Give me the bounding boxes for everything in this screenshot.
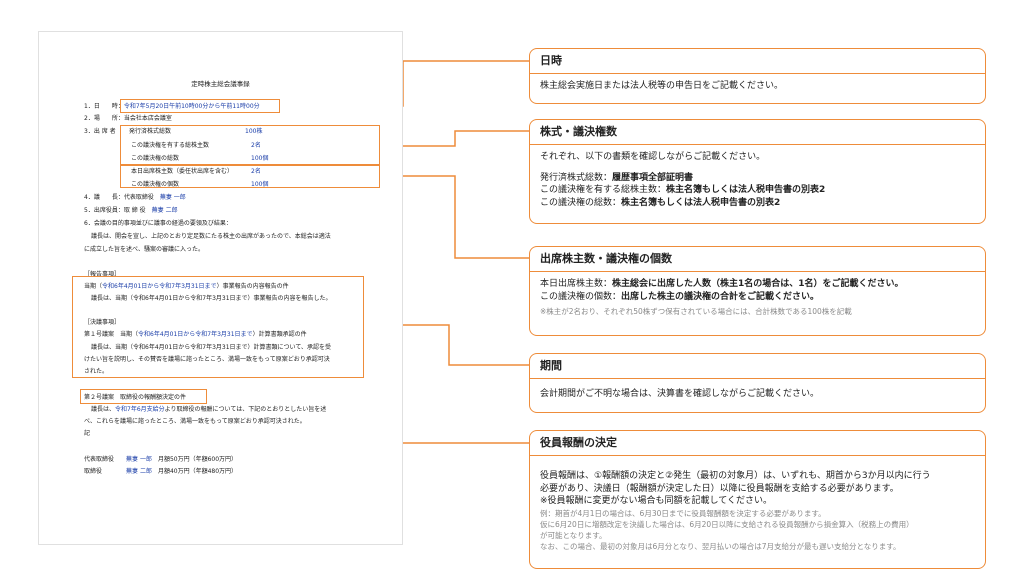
pay-row-2: 取締役 蕪妻 二郎 月額40万円（年額480万円） <box>84 468 238 475</box>
place-line: 2．場 所：当会社本店会議室 <box>84 115 172 122</box>
minutes-document: 定時株主総会議事録 1．日 時：令和7年5月20日午前10時00分から午前11時… <box>38 31 403 545</box>
highlight-period <box>72 276 364 378</box>
card-shares-header: 株式・議決権数 <box>530 120 985 145</box>
report-detail: 議長は、当期（令和6年4月01日から令和7年3月31日まで）事業報告の内容を報告… <box>91 295 332 302</box>
document-title: 定時株主総会議事録 <box>191 80 250 88</box>
card-attendance: 出席株主数・議決権の個数 本日出席株主数：株主総会に出席した人数（株主1名の場合… <box>529 246 986 336</box>
present-votes-value: 100個 <box>251 181 269 188</box>
resolution-1-detail-3: された。 <box>84 368 109 375</box>
resolution-2-title: 第２号議案 取締役の報酬額決定の件 <box>84 394 187 401</box>
card-date-header: 日時 <box>530 49 985 74</box>
holders-label: この議決権を有する総株主数 <box>131 142 210 149</box>
resolution-2-detail-1: 議長は、令和7年6月支給分より取締役の報酬については、下記のとおりとしたい旨を述 <box>91 406 327 413</box>
card-attendance-line-1: 本日出席株主数：株主総会に出席した人数（株主1名の場合は、1名）をご記載ください… <box>540 279 904 289</box>
highlight-attendance <box>120 165 380 188</box>
resolution-1-title: 第１号議案 当期（令和6年4月01日から令和7年3月31日まで）計算書類承認の件 <box>84 331 307 338</box>
resolution-2-detail-2: べ、これらを議場に諮ったところ、満場一致をもって原案どおり承認可決された。 <box>84 418 306 425</box>
pay-row-1: 代表取締役 蕪妻 一郎 月額50万円（年額600万円） <box>84 456 238 463</box>
present-votes-label: この議決権の個数 <box>131 181 180 188</box>
card-period-header: 期間 <box>530 354 985 379</box>
card-shares-line-2: この議決権を有する総株主数：株主名簿もしくは法人税申告書の別表2 <box>540 185 826 195</box>
holders-value: 2名 <box>251 142 261 149</box>
card-compensation-note-4: なお、この場合、最初の対象月は6月分となり、翌月払いの場合は7月支給分が最も遅い… <box>540 541 901 551</box>
date-line: 1．日 時：令和7年5月20日午前10時00分から午前11時00分 <box>84 103 260 110</box>
chair-line: 4．議 長：代表取締役 蕪妻 一郎 <box>84 194 186 201</box>
card-compensation-body-2: 必要があり、決議日（報酬額が決定した日）以降に役員報酬を支給する必要があります。 <box>540 483 899 494</box>
highlight-date <box>120 99 280 113</box>
card-attendance-line-2: この議決権の個数：出席した株主の議決権の合計をご記載ください。 <box>540 291 820 302</box>
card-date: 日時 株主総会実施日または法人税等の申告日をご記載ください。 <box>529 48 986 104</box>
votes-total-value: 100個 <box>251 155 269 162</box>
opening-line-2: に成立した旨を述べ、騒案の審議に入った。 <box>84 246 205 253</box>
card-attendance-header: 出席株主数・議決権の個数 <box>530 247 985 272</box>
connector-period <box>364 324 529 366</box>
card-period: 期間 会計期間がご不明な場合は、決算書を確認しながらご記載ください。 <box>529 353 986 413</box>
card-attendance-note: ※株主が2名おり、それぞれ50株ずつ保有されている場合には、合計株数である100… <box>540 307 852 316</box>
card-shares-intro: それぞれ、以下の書類を確認しながらご記載ください。 <box>540 152 766 162</box>
card-compensation-body-3: ※役員報酬に変更がない場合も同額を記載してください。 <box>540 496 773 506</box>
card-date-body: 株主総会実施日または法人税等の申告日をご記載ください。 <box>540 81 784 91</box>
card-shares: 株式・議決権数 それぞれ、以下の書類を確認しながらご記載ください。 発行済株式総… <box>529 119 986 224</box>
agenda-intro: 6．会議の目的事項並びに議事の経過の要領及び結果： <box>84 220 232 227</box>
meeting-datetime: 令和7年5月20日午前10時00分から午前11時00分 <box>123 103 260 110</box>
resolution-1-detail-2: けたい旨を説明し、その賛否を議場に諮ったところ、満場一致をもって原案どおり承認可… <box>84 356 330 363</box>
card-compensation-note-2: 仮に6月20日に増額改定を決議した場合は、6月20日以降に支給される役員報酬から… <box>540 519 914 529</box>
card-compensation-header: 役員報酬の決定 <box>530 431 985 456</box>
resolution-1-detail-1: 議長は、当期（令和6年4月01日から令和7年3月31日まで）計算書類について、承… <box>91 344 332 351</box>
issued-shares-value: 100株 <box>245 128 263 135</box>
highlight-compensation <box>80 389 207 404</box>
card-shares-line-3: この議決権の総数：株主名簿もしくは法人税申告書の別表2 <box>540 197 781 208</box>
opening-line-1: 議長は、開会を宣し、上記のとおり定足数にたる株主の出席があったので、本総会は適法 <box>91 233 331 240</box>
ki-mark: 記 <box>84 430 91 437</box>
report-heading: ［報告事項］ <box>84 271 121 278</box>
card-compensation: 役員報酬の決定 役員報酬は、①報酬額の決定と②発生（最初の対象月）は、いずれも、… <box>529 430 986 569</box>
card-shares-line-1: 発行済株式総数：履歴事項全部証明書 <box>540 172 694 183</box>
report-line: 当期（令和6年4月01日から令和7年3月31日まで）事業報告の内容報告の件 <box>84 283 289 290</box>
issued-shares-label: 発行済株式総数 <box>129 128 172 135</box>
votes-total-label: この議決権の総数 <box>131 155 180 162</box>
resolution-heading: ［決議事項］ <box>84 319 121 326</box>
present-label: 本日出席株主数（委任状出席を含む） <box>131 168 234 175</box>
connector-shares <box>380 130 529 147</box>
attendance-label: 3．出 席 者 <box>84 128 116 135</box>
card-period-body: 会計期間がご不明な場合は、決算書を確認しながらご記載ください。 <box>540 389 820 399</box>
connector-attendance <box>380 175 529 259</box>
card-compensation-note-1: 例：期首が4月1日の場合は、6月30日までに役員報酬額を決定する必要があります。 <box>540 508 826 518</box>
card-compensation-note-3: が可能となります。 <box>540 530 607 540</box>
present-value: 2名 <box>251 168 261 175</box>
officer-line: 5．出席役員：取 締 役 蕪妻 二郎 <box>84 207 178 214</box>
card-compensation-body-1: 役員報酬は、①報酬額の決定と②発生（最初の対象月）は、いずれも、期首から3か月以… <box>540 471 931 481</box>
highlight-shares <box>120 125 380 165</box>
